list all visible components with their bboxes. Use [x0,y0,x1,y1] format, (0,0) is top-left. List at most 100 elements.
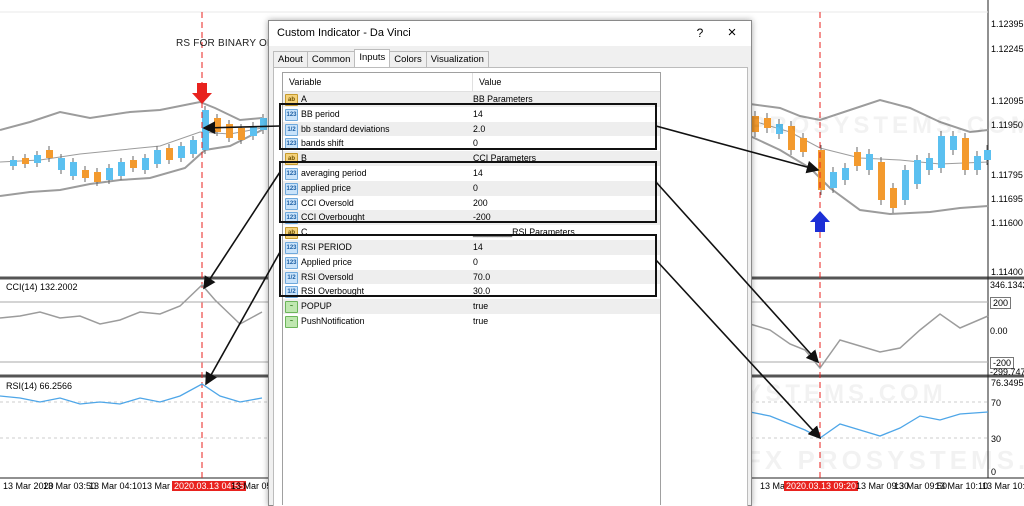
tab-strip: About Common Inputs Colors Visualization [273,49,489,68]
candlestick [238,128,245,140]
input-value[interactable]: ________RSI Parameters [473,227,575,238]
input-value[interactable]: 200 [473,197,488,208]
time-axis-label: 13 Mar 2020 [3,481,54,491]
bb-middle-band [0,127,263,163]
price-scale-label: 1.11950 [991,120,1023,130]
input-value[interactable]: 14 [473,108,483,119]
input-value[interactable]: true [473,315,489,326]
tab-colors[interactable]: Colors [389,51,427,67]
price-scale-label: 1.11600 [991,218,1023,228]
input-value[interactable]: -200 [473,212,491,223]
integer-type-icon: 123 [285,138,298,151]
input-variable-label: RSI Overbought [301,286,365,297]
input-variable-label: POPUP [301,301,332,312]
tab-visualization[interactable]: Visualization [425,51,489,67]
watermark: FX PROSYSTEMS.COM [745,445,1024,475]
string-type-icon: ab [285,227,298,240]
dialog-title: Custom Indicator - Da Vinci [277,27,411,39]
cci-scale-label: -200 [990,357,1015,369]
double-type-icon: 1/2 [285,271,298,284]
input-variable-label: Applied price [301,256,352,267]
input-variable-label: bb standard deviations [301,123,390,134]
candlestick [250,126,257,136]
input-variable-label: BB period [301,108,340,119]
input-value[interactable]: 14 [473,167,483,178]
column-value[interactable]: Value [479,77,502,87]
input-variable-label: C [301,227,308,238]
input-variable-label: A [301,94,307,104]
candlestick [214,118,221,132]
help-button[interactable]: ? [696,26,704,40]
candlestick [202,110,209,150]
input-variable-label: B [301,153,307,164]
integer-type-icon: 123 [285,108,298,121]
time-axis-label: 13 Mar 04: [142,481,186,491]
input-value[interactable]: 0 [473,256,478,267]
grid-header: Variable Value [283,73,660,92]
input-value[interactable]: 14 [473,241,483,252]
column-variable[interactable]: Variable [283,73,473,91]
tab-about[interactable]: About [273,51,308,67]
dialog-titlebar[interactable]: Custom Indicator - Da Vinci ? × [269,21,751,46]
close-button[interactable]: × [727,24,737,41]
candlestick [178,146,185,158]
candlestick [226,124,233,138]
rsi-pane-label: RSI(14) 66.2566 [6,381,73,391]
custom-indicator-dialog[interactable]: Custom Indicator - Da Vinci ? × About Co… [268,20,752,506]
tab-common[interactable]: Common [306,51,356,67]
input-variable-label: applied price [301,182,351,193]
candlestick [58,158,65,170]
string-type-icon: ab [285,94,298,106]
input-variable-label: CCI Oversold [301,197,354,208]
double-type-icon: 1/2 [285,123,298,136]
price-scale-label: 1.11695 [991,194,1023,204]
time-axis-label: 2020.03.13 04:55 [172,481,247,491]
input-value[interactable]: BB Parameters [473,94,533,104]
candlestick [190,140,197,154]
input-value[interactable]: 70.0 [473,271,491,282]
input-value[interactable]: 2.0 [473,123,486,134]
input-value[interactable]: 30.0 [473,286,491,297]
input-variable-label: averaging period [301,167,367,178]
tab-inputs[interactable]: Inputs [354,49,391,68]
candlestick [22,158,29,164]
input-value[interactable]: CCI Parameters [473,153,537,164]
candlestick [260,118,267,130]
input-value[interactable]: 0 [473,182,478,193]
input-value[interactable]: true [473,301,489,312]
integer-type-icon: 123 [285,212,298,225]
candlestick [926,158,933,170]
input-value[interactable]: 0 [473,138,478,149]
price-scale-label: 1.12095 [991,96,1024,106]
time-axis-label: 13 Mar 10:3 [982,481,1024,491]
integer-type-icon: 123 [285,241,298,254]
integer-type-icon: 123 [285,197,298,210]
candlestick [106,168,113,180]
rsi-line [749,411,989,439]
cci-scale-label: 346.1342 [990,280,1024,290]
candlestick [94,172,101,182]
